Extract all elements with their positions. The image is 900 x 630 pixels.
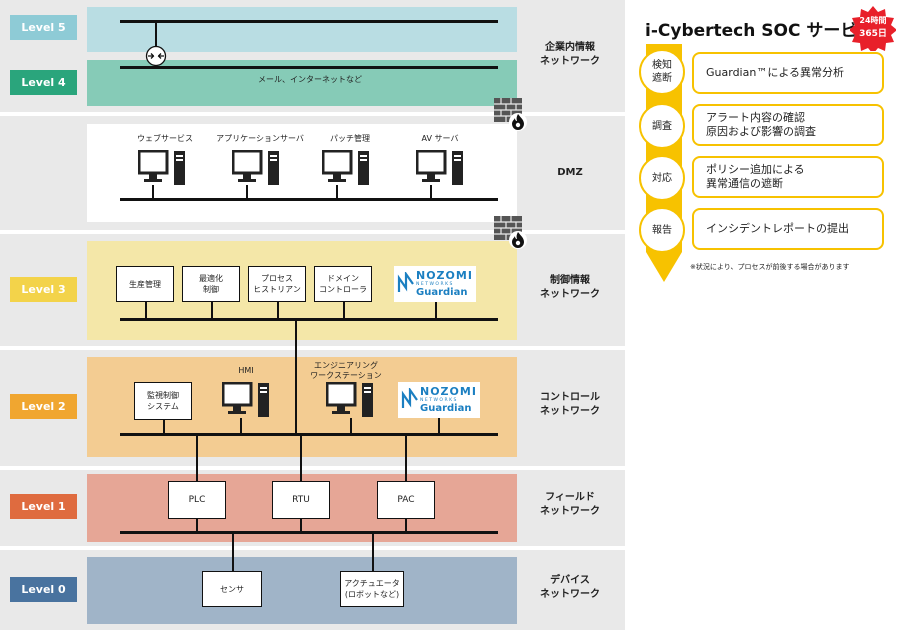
drop-line — [300, 519, 302, 532]
service-note: ※状況により、プロセスが前後する場合があります — [690, 263, 850, 271]
nozomi-logo-icon — [397, 272, 414, 292]
eng-ws-label: エンジニアリング ワークステーション — [310, 361, 382, 380]
downlink-line — [196, 434, 198, 482]
bus-level5 — [120, 20, 498, 23]
dmz-server-label: アプリケーションサーバ — [216, 134, 304, 143]
pc-icon — [326, 382, 373, 417]
hmi-label: HMI — [238, 366, 254, 375]
drop-line — [163, 420, 165, 434]
network-device: デバイス ネットワーク — [540, 575, 600, 600]
nozomi-line2: NETWORKS — [416, 282, 454, 287]
step-text: アラート内容の確認 原因および影響の調査 — [692, 104, 884, 146]
controller-box: PLC — [168, 481, 226, 519]
dmz-server-label: ウェブサービス — [137, 134, 193, 143]
scada-box: 監視制御 システム — [134, 382, 192, 420]
level3-box: 最適化 制御 — [182, 266, 240, 302]
level3-box: プロセス ヒストリアン — [248, 266, 306, 302]
uplink-line — [155, 20, 157, 68]
pc-icon — [222, 382, 269, 417]
drop-line — [246, 185, 248, 199]
network-control-info: 制御情報 ネットワーク — [540, 275, 600, 300]
drop-line — [277, 302, 279, 319]
step-tag: 調査 — [639, 103, 685, 149]
device-box: アクチュエータ (ロボットなど) — [340, 571, 404, 607]
step-tag: 対応 — [639, 155, 685, 201]
bus-level4 — [120, 66, 498, 69]
nozomi-line1: NOZOMI — [420, 385, 477, 398]
controller-box: PAC — [377, 481, 435, 519]
network-enterprise: 企業内情報 ネットワーク — [540, 42, 600, 67]
drop-line — [430, 185, 432, 199]
downlink-line — [232, 532, 234, 572]
zone-level5 — [87, 7, 517, 52]
level3-box: 生産管理 — [116, 266, 174, 302]
downlink-line — [300, 434, 302, 482]
downlink-line — [372, 532, 374, 572]
level-5-label: Level 5 — [10, 15, 77, 40]
nozomi-line1: NOZOMI — [416, 269, 473, 282]
bus-level1 — [120, 531, 498, 534]
controller-box: RTU — [272, 481, 330, 519]
nozomi-line3: Guardian — [420, 403, 472, 414]
step-text: ポリシー追加による 異常通信の遮断 — [692, 156, 884, 198]
step-text: Guardian™による異常分析 — [692, 52, 884, 94]
downlink-line — [405, 434, 407, 482]
drop-line — [438, 418, 440, 434]
level3-box: ドメイン コントローラ — [314, 266, 372, 302]
drop-line — [343, 302, 345, 319]
step-tag: 検知 遮断 — [639, 49, 685, 95]
uplink-line — [295, 318, 297, 434]
drop-line — [145, 302, 147, 319]
drop-line — [336, 185, 338, 199]
nozomi-guardian-logo: NOZOMI NETWORKS Guardian — [398, 382, 480, 418]
firewall-icon — [494, 98, 527, 131]
network-field: フィールド ネットワーク — [540, 492, 600, 517]
badge-line2: 365日 — [859, 29, 887, 39]
router-icon — [145, 45, 167, 67]
network-control: コントロール ネットワーク — [540, 392, 600, 417]
step-text: インシデントレポートの提出 — [692, 208, 884, 250]
pc-icon — [322, 150, 369, 185]
level-3-label: Level 3 — [10, 277, 77, 302]
dmz-server-label: パッチ管理 — [330, 134, 370, 143]
device-box: センサ — [202, 571, 262, 607]
drop-line — [405, 519, 407, 532]
drop-line — [211, 302, 213, 319]
dmz-server-label: AV サーバ — [421, 134, 459, 143]
bus-level3 — [120, 318, 498, 321]
level-2-label: Level 2 — [10, 394, 77, 419]
drop-line — [240, 418, 242, 434]
badge-24-365 — [850, 6, 896, 51]
drop-line — [196, 519, 198, 532]
bus-dmz — [120, 198, 498, 201]
drop-line — [152, 185, 154, 199]
pc-icon — [232, 150, 279, 185]
badge-line1: 24時間 — [859, 16, 887, 25]
nozomi-guardian-logo: NOZOMI NETWORKS Guardian — [394, 266, 476, 302]
service-title: i-Cybertech SOC サービス — [645, 21, 875, 41]
nozomi-line2: NETWORKS — [420, 398, 458, 403]
zone-level0 — [87, 557, 517, 624]
level-1-label: Level 1 — [10, 494, 77, 519]
level-4-label: Level 4 — [10, 70, 77, 95]
nozomi-logo-icon — [401, 388, 418, 408]
nozomi-line3: Guardian — [416, 287, 468, 298]
pc-icon — [416, 150, 463, 185]
drop-line — [435, 302, 437, 319]
level-0-label: Level 0 — [10, 577, 77, 602]
bus-level2 — [120, 433, 498, 436]
pc-icon — [138, 150, 185, 185]
level4-caption: メール、インターネットなど — [258, 75, 362, 84]
step-tag: 報告 — [639, 207, 685, 253]
drop-line — [350, 418, 352, 434]
network-dmz: DMZ — [557, 167, 583, 178]
firewall-icon — [494, 216, 527, 249]
